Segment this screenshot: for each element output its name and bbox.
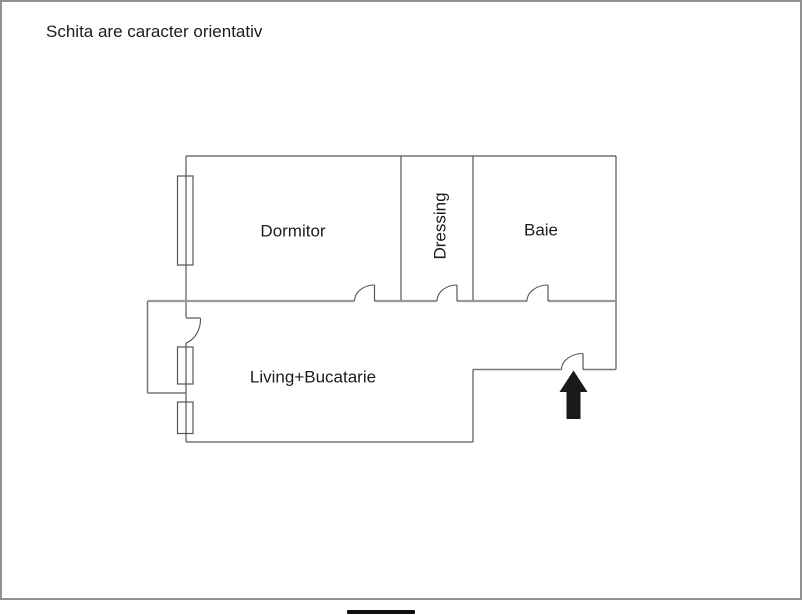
entrance-arrow-icon bbox=[559, 370, 588, 419]
windows bbox=[176, 175, 194, 435]
living-window-lower bbox=[176, 401, 194, 435]
dormitor-door-arc bbox=[353, 284, 375, 302]
living-window-upper bbox=[176, 346, 194, 385]
bottom-black-bar bbox=[347, 610, 415, 614]
entrance-door-arc bbox=[560, 352, 584, 370]
dressing-door-arc bbox=[436, 284, 458, 302]
baie-door-arc bbox=[526, 284, 549, 302]
doors bbox=[185, 284, 584, 370]
room-label-baie: Baie bbox=[523, 220, 559, 240]
room-label-living-bucatarie: Living+Bucatarie bbox=[249, 367, 377, 387]
walls bbox=[146, 155, 617, 443]
room-label-dormitor: Dormitor bbox=[260, 221, 326, 241]
balcony-door-arc bbox=[185, 317, 202, 344]
dormitor-window bbox=[176, 175, 194, 266]
page-title: Schita are caracter orientativ bbox=[46, 22, 263, 41]
room-label-dressing: Dressing bbox=[430, 192, 450, 260]
